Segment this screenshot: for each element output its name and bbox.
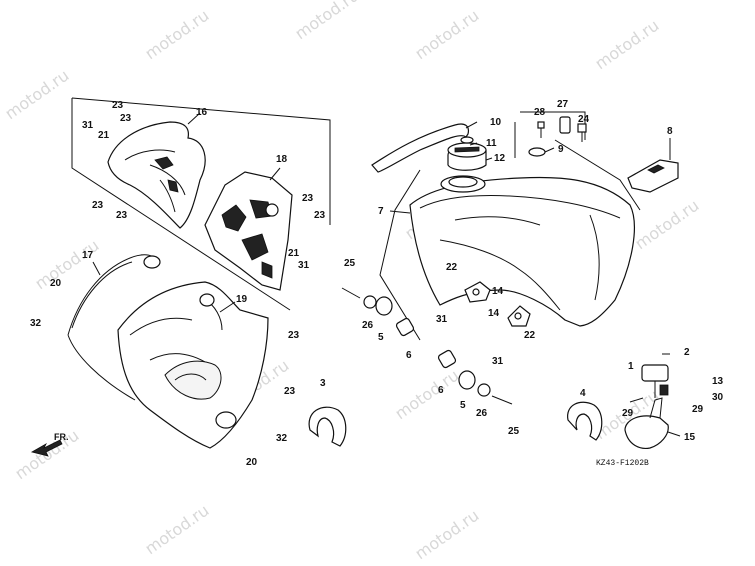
callout-9: 9 [558,144,564,155]
part-8-tank-bracket [627,159,679,193]
callout-12: 12 [494,153,506,164]
callout-23: 23 [302,193,314,204]
part-14-stay-lower [507,305,531,327]
callout-13: 13 [712,376,724,387]
callout-14: 14 [492,286,504,297]
part-9-damper [528,147,546,157]
callout-10: 10 [490,117,502,128]
callout-5: 5 [460,400,466,411]
watermark: motod.ru [291,0,362,43]
callout-15: 15 [684,432,696,443]
part-1-petcock [641,364,669,398]
front-direction-arrow: FR. [30,432,69,457]
callout-7: 7 [378,206,384,217]
callout-28: 28 [534,107,546,118]
callout-27: 27 [557,99,569,110]
part-4-band [567,401,603,441]
callout-14: 14 [488,308,500,319]
callout-23: 23 [284,386,296,397]
watermark: motod.ru [411,506,482,564]
watermark: motod.ru [391,366,462,424]
watermark: motod.ru [591,16,662,74]
callout-31: 31 [298,260,310,271]
callout-32: 32 [276,433,288,444]
callout-6: 6 [406,350,412,361]
part-12-fuel-cap [447,136,487,171]
callout-26: 26 [476,408,488,419]
callout-22: 22 [446,262,458,273]
callout-31: 31 [492,356,504,367]
callout-20: 20 [246,457,258,468]
callout-32: 32 [30,318,42,329]
part-17-shroud-edge-trim [67,254,161,401]
callout-23: 23 [314,210,326,221]
callout-24: 24 [578,114,590,125]
callout-11: 11 [486,138,497,149]
watermark: motod.ru [631,196,702,254]
callout-6: 6 [438,385,444,396]
callout-18: 18 [276,154,288,165]
callout-25: 25 [508,426,520,437]
callout-26: 26 [362,320,374,331]
watermark: motod.ru [411,6,482,64]
part-14-stay-upper [464,281,491,303]
callout-31: 31 [82,120,94,131]
callout-16: 16 [196,107,208,118]
callout-20: 20 [50,278,62,289]
callout-4: 4 [580,388,586,399]
callout-22: 22 [524,330,536,341]
part-18-shroud-inner-panel [204,171,293,291]
watermark: motod.ru [1,66,72,124]
callout-21: 21 [98,130,110,141]
callout-3: 3 [320,378,326,389]
callout-5: 5 [378,332,384,343]
callout-2: 2 [684,347,690,358]
callout-23: 23 [116,210,128,221]
watermark: motod.ru [141,6,212,64]
callout-23: 23 [92,200,104,211]
part-10-breather-tube [371,123,470,173]
callout-25: 25 [344,258,356,269]
part-28-bolt [537,121,545,138]
front-direction-label: FR. [54,432,69,442]
callout-29: 29 [622,408,634,419]
callout-numbers: 10 11 12 28 27 24 9 8 7 23 23 16 31 21 1… [30,99,724,468]
part-7-fuel-tank [409,175,635,327]
callout-23: 23 [120,113,132,124]
callout-17: 17 [82,250,94,261]
mount-lower-set [437,349,513,405]
callout-23: 23 [112,100,124,111]
leader-lines [92,112,681,437]
group-frame-left [71,97,331,311]
callout-30: 30 [712,392,724,403]
part-24-bolt [577,123,587,142]
part-27-cushion [559,116,571,134]
callout-8: 8 [667,126,673,137]
part-3-band [308,406,347,447]
part-16-shroud-inner-bracket [107,121,206,229]
callout-1: 1 [628,361,634,372]
callout-23: 23 [288,330,300,341]
callout-29: 29 [692,404,704,415]
callout-19: 19 [236,294,248,305]
callout-31: 31 [436,314,448,325]
watermark: motod.ru [31,236,102,294]
watermark: motod.ru [141,501,212,559]
callout-21: 21 [288,248,300,259]
part-15-fuel-hose [624,397,669,450]
mount-upper-set [341,287,415,337]
part-19-shroud-outer [117,281,269,449]
drawing-code: KZ43-F1202B [596,459,649,468]
